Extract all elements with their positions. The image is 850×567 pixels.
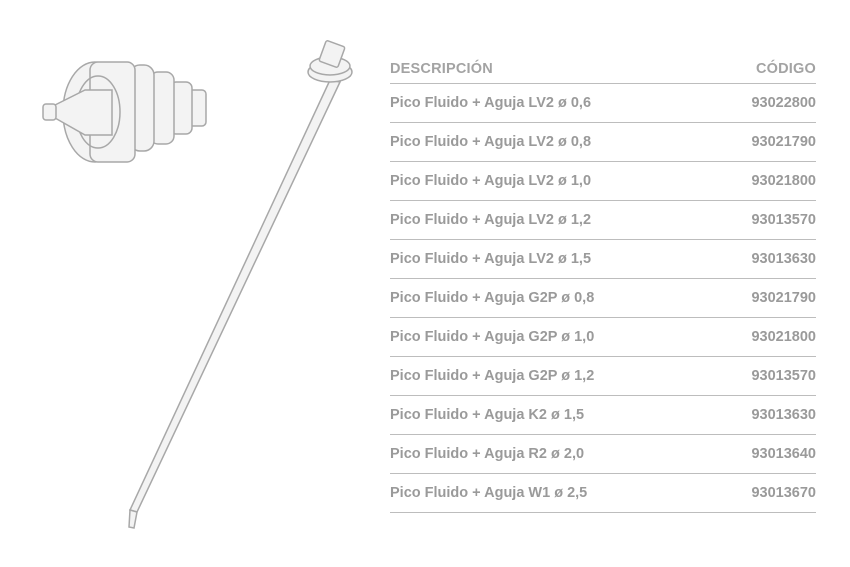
table-row: Pico Fluido + Aguja G2P ø 0,8 93021790 <box>390 279 816 318</box>
row-description: Pico Fluido + Aguja LV2 ø 1,0 <box>390 173 592 189</box>
row-code: 93013570 <box>751 212 816 228</box>
row-description: Pico Fluido + Aguja G2P ø 1,2 <box>390 368 595 384</box>
table-row: Pico Fluido + Aguja LV2 ø 1,5 93013630 <box>390 240 816 279</box>
table-row: Pico Fluido + Aguja R2 ø 2,0 93013640 <box>390 435 816 474</box>
row-code: 93021800 <box>751 173 816 189</box>
row-description: Pico Fluido + Aguja LV2 ø 0,8 <box>390 134 592 150</box>
row-description: Pico Fluido + Aguja R2 ø 2,0 <box>390 446 585 462</box>
row-description: Pico Fluido + Aguja LV2 ø 0,6 <box>390 95 592 111</box>
row-code: 93021790 <box>751 290 816 306</box>
table-header: DESCRIPCIÓN CÓDIGO <box>390 55 816 84</box>
table-row: Pico Fluido + Aguja LV2 ø 0,6 93022800 <box>390 84 816 123</box>
table-row: Pico Fluido + Aguja K2 ø 1,5 93013630 <box>390 396 816 435</box>
nozzle-needle-illustration <box>42 40 353 529</box>
row-code: 93013670 <box>751 485 816 501</box>
table-row: Pico Fluido + Aguja W1 ø 2,5 93013670 <box>390 474 816 513</box>
parts-table: DESCRIPCIÓN CÓDIGO Pico Fluido + Aguja L… <box>390 55 816 513</box>
row-code: 93013640 <box>751 446 816 462</box>
row-description: Pico Fluido + Aguja K2 ø 1,5 <box>390 407 585 423</box>
header-description: DESCRIPCIÓN <box>390 61 493 77</box>
table-row: Pico Fluido + Aguja G2P ø 1,0 93021800 <box>390 318 816 357</box>
row-description: Pico Fluido + Aguja LV2 ø 1,2 <box>390 212 592 228</box>
needle-drawing <box>128 40 353 529</box>
row-code: 93013630 <box>751 407 816 423</box>
row-description: Pico Fluido + Aguja G2P ø 1,0 <box>390 329 595 345</box>
row-code: 93021800 <box>751 329 816 345</box>
table-row: Pico Fluido + Aguja LV2 ø 1,0 93021800 <box>390 162 816 201</box>
row-description: Pico Fluido + Aguja W1 ø 2,5 <box>390 485 588 501</box>
row-description: Pico Fluido + Aguja LV2 ø 1,5 <box>390 251 592 267</box>
header-code: CÓDIGO <box>755 61 816 77</box>
table-row: Pico Fluido + Aguja LV2 ø 0,8 93021790 <box>390 123 816 162</box>
row-code: 93022800 <box>751 95 816 111</box>
fluid-nozzle-drawing <box>42 61 207 163</box>
row-code: 93013570 <box>751 368 816 384</box>
row-code: 93013630 <box>751 251 816 267</box>
row-description: Pico Fluido + Aguja G2P ø 0,8 <box>390 290 595 306</box>
table-row: Pico Fluido + Aguja G2P ø 1,2 93013570 <box>390 357 816 396</box>
row-code: 93021790 <box>751 134 816 150</box>
table-row: Pico Fluido + Aguja LV2 ø 1,2 93013570 <box>390 201 816 240</box>
